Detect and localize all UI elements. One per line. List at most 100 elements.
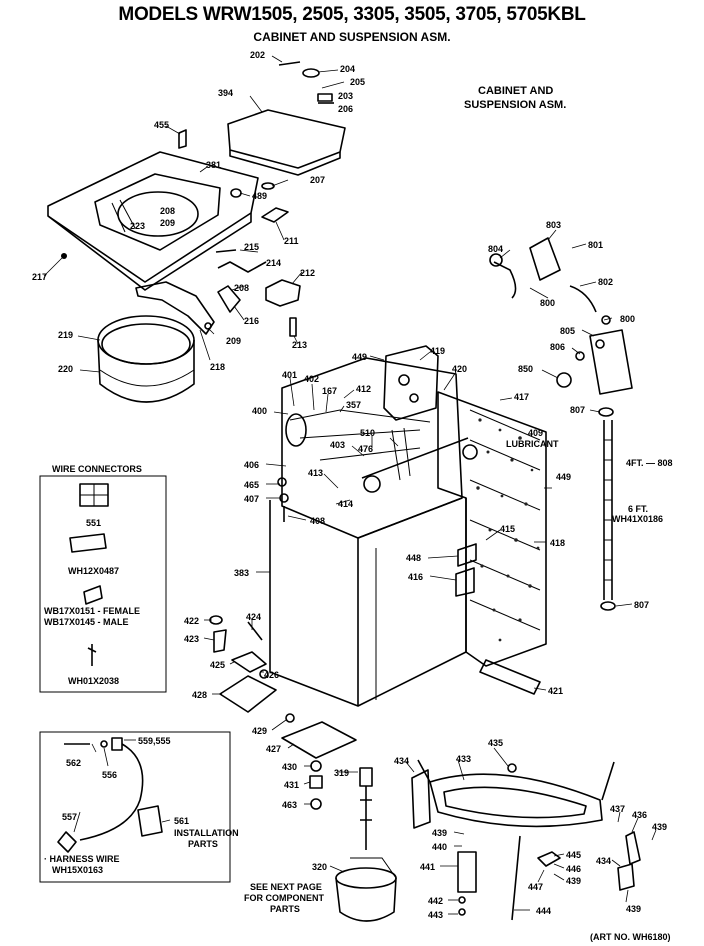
art-number: (ART NO. WH6180) bbox=[590, 932, 671, 942]
harness-parts bbox=[57, 737, 163, 853]
part-label: 433 bbox=[456, 754, 471, 764]
part-label: 424 bbox=[246, 612, 261, 622]
part-label: 208 bbox=[234, 283, 249, 293]
part-label: 434 bbox=[596, 856, 611, 866]
part-label: 435 bbox=[488, 738, 503, 748]
part-label: 217 bbox=[32, 272, 47, 282]
part-label: 806 bbox=[550, 342, 565, 352]
hose-4ft-note: 4FT. — 808 bbox=[626, 458, 673, 468]
part-425 bbox=[231, 651, 267, 673]
part-label: 207 bbox=[310, 175, 325, 185]
back-panel-insulation bbox=[437, 391, 547, 667]
part-label: 476 bbox=[358, 444, 373, 454]
fitting-465 bbox=[277, 477, 287, 487]
part-label: 465 bbox=[244, 480, 259, 490]
hose-assembly bbox=[489, 237, 633, 611]
part-label: 463 bbox=[282, 800, 297, 810]
part-label: 381 bbox=[206, 160, 221, 170]
part-431 bbox=[309, 775, 323, 789]
cabinet-part bbox=[269, 357, 478, 707]
part-label: 807 bbox=[634, 600, 649, 610]
screw-443 bbox=[458, 908, 466, 916]
page-title: MODELS WRW1505, 2505, 3305, 3505, 3705, … bbox=[118, 4, 586, 25]
part-label: 219 bbox=[58, 330, 73, 340]
part-label: 807 bbox=[570, 405, 585, 415]
part-label: 203 bbox=[338, 91, 353, 101]
plate-427 bbox=[281, 721, 357, 759]
see-next-page-line1: SEE NEXT PAGE bbox=[250, 882, 322, 892]
part-label: 510 bbox=[360, 428, 375, 438]
part-label: 436 bbox=[632, 810, 647, 820]
part-label: 223 bbox=[130, 221, 145, 231]
part-label: 430 bbox=[282, 762, 297, 772]
part-label: 357 bbox=[346, 400, 361, 410]
part-label: 423 bbox=[184, 634, 199, 644]
fitting-207 bbox=[261, 182, 275, 190]
part-label: 406 bbox=[244, 460, 259, 470]
control-plate-419 bbox=[383, 345, 439, 421]
top-cover-part bbox=[47, 151, 259, 291]
lubricant-note-number: 409 bbox=[528, 428, 543, 438]
part-label: 800 bbox=[540, 298, 555, 308]
screw-209b bbox=[204, 322, 212, 330]
part-label: 427 bbox=[266, 744, 281, 754]
part-label: 401 bbox=[282, 370, 297, 380]
part-label: 426 bbox=[264, 670, 279, 680]
part-424 bbox=[247, 621, 263, 641]
part-label: 449 bbox=[556, 472, 571, 482]
lid-switch-212 bbox=[265, 279, 301, 307]
wire-connector-wh01x2038: WH01X2038 bbox=[68, 676, 119, 686]
suspension-frame-433 bbox=[417, 759, 615, 921]
part-label: 416 bbox=[408, 572, 423, 582]
part-label: 215 bbox=[244, 242, 259, 252]
harness-label-556: 556 bbox=[102, 770, 117, 780]
part-label: 412 bbox=[356, 384, 371, 394]
wire-connector-male: WB17X0145 - MALE bbox=[44, 617, 129, 627]
part-label: 489 bbox=[252, 191, 267, 201]
part-label: 801 bbox=[588, 240, 603, 250]
part-label: 420 bbox=[452, 364, 467, 374]
part-label: 422 bbox=[184, 616, 199, 626]
part-label: 202 bbox=[250, 50, 265, 60]
part-label: 443 bbox=[428, 910, 443, 920]
part-label: 205 bbox=[350, 77, 365, 87]
part-label: 449 bbox=[352, 352, 367, 362]
harness-wire-label: · HARNESS WIRE bbox=[44, 854, 120, 864]
part-label: 415 bbox=[500, 524, 515, 534]
rod-215 bbox=[215, 249, 237, 253]
part-463 bbox=[310, 798, 322, 810]
part-label: 444 bbox=[536, 906, 551, 916]
part-426 bbox=[259, 669, 269, 679]
part-label: 446 bbox=[566, 864, 581, 874]
part-label: 394 bbox=[218, 88, 233, 98]
part-label: 442 bbox=[428, 896, 443, 906]
part-label: 214 bbox=[266, 258, 281, 268]
hinge-parts bbox=[278, 61, 334, 104]
bracket-455 bbox=[178, 129, 187, 149]
plate-428 bbox=[219, 675, 277, 713]
installation-parts-line2: PARTS bbox=[188, 839, 218, 849]
part-label: 805 bbox=[560, 326, 575, 336]
part-label: 429 bbox=[252, 726, 267, 736]
bracket-434 bbox=[411, 769, 431, 829]
part-label: 455 bbox=[154, 120, 169, 130]
wire-connector-female: WB17X0151 - FEMALE bbox=[44, 606, 140, 616]
part-label: 447 bbox=[528, 882, 543, 892]
part-label: 206 bbox=[338, 104, 353, 114]
part-423 bbox=[213, 629, 227, 653]
part-label: 413 bbox=[308, 468, 323, 478]
harness-label-559-555: 559,555 bbox=[138, 736, 171, 746]
part-label: 439 bbox=[626, 904, 641, 914]
part-label: 428 bbox=[192, 690, 207, 700]
see-next-page-line3: PARTS bbox=[270, 904, 300, 914]
part-label: 167 bbox=[322, 386, 337, 396]
part-label: 439 bbox=[566, 876, 581, 886]
part-label: 802 bbox=[598, 277, 613, 287]
part-label: 220 bbox=[58, 364, 73, 374]
part-label: 213 bbox=[292, 340, 307, 350]
part-label: 414 bbox=[338, 499, 353, 509]
part-label: 419 bbox=[430, 346, 445, 356]
screw-213 bbox=[289, 317, 297, 337]
leader-lines bbox=[43, 55, 657, 915]
